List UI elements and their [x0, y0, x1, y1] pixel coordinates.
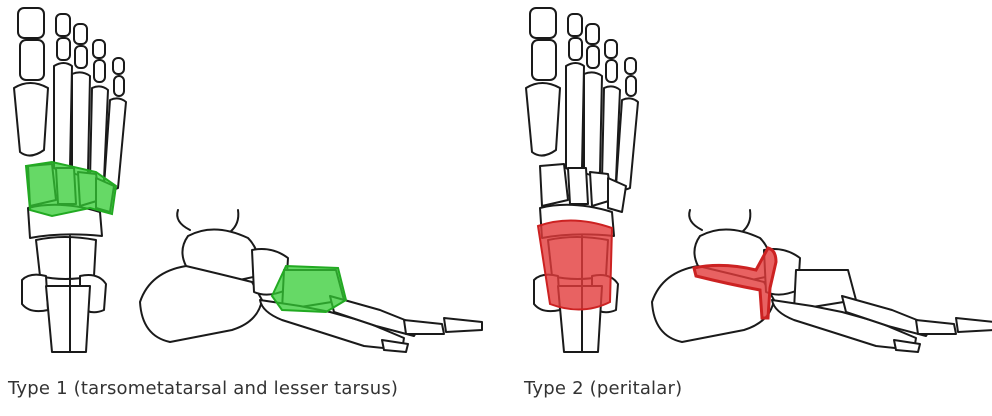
panel-type1: [14, 8, 482, 352]
panel-type2: [526, 8, 992, 352]
caption-type2: Type 2 (peritalar): [524, 378, 682, 399]
highlight-lesser-tarsus: [272, 266, 346, 312]
highlight-peritalar-dorsal: [538, 220, 612, 309]
foot-lateral-view: [652, 210, 992, 352]
caption-type1: Type 1 (tarsometatarsal and lesser tarsu…: [8, 378, 398, 399]
